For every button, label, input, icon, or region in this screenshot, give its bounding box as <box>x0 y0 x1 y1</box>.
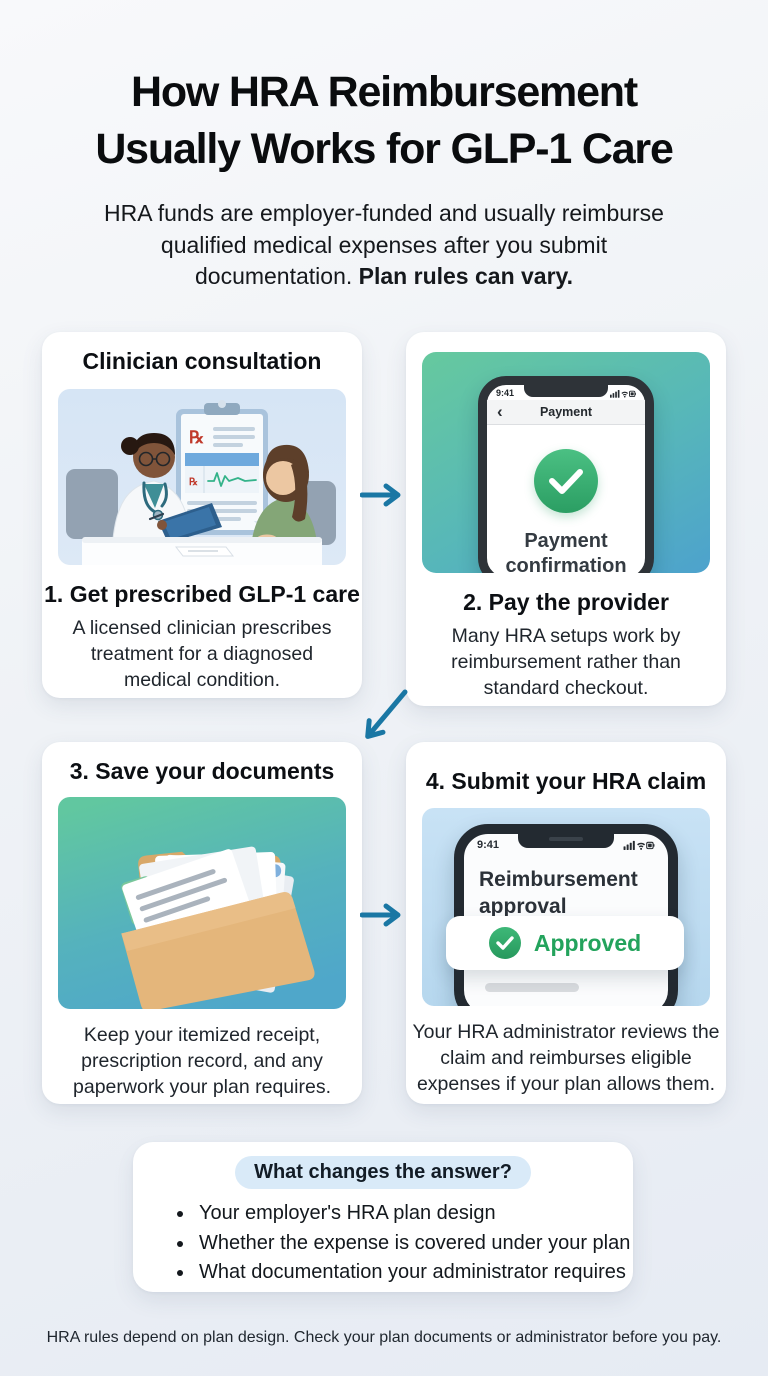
status-icons <box>610 389 636 398</box>
disclaimer-text: HRA rules depend on plan design. Check y… <box>46 1329 722 1346</box>
phone-nav-title: Payment <box>539 405 593 419</box>
phone-status-bar: 9:41 <box>487 385 645 398</box>
approved-check-icon <box>488 927 521 959</box>
svg-text:℞: ℞ <box>189 477 198 488</box>
status-time: 9:41 <box>477 839 500 851</box>
step1-heading: Clinician consultation <box>82 348 322 374</box>
phone-navbar: ‹ Payment <box>487 400 645 425</box>
page-subtitle: HRA funds are employer-funded and usuall… <box>84 198 684 293</box>
title-line-1: How HRA Reimbursement <box>130 68 638 116</box>
step4-title: 4. Submit your HRA claim <box>425 768 707 794</box>
step2-title: 2. Pay the provider <box>463 589 669 615</box>
callout-bullet-3: What documentation your administrator re… <box>195 1258 633 1288</box>
folder-scene-graphic <box>58 797 346 1009</box>
clinician-scene-graphic: ℞ ℞ <box>58 389 346 565</box>
phone-status-bar: 9:41 <box>464 834 668 851</box>
step-card-2: 9:41 ‹ Payment <box>406 332 726 706</box>
clinician-consultation-illustration: ℞ ℞ <box>58 389 346 565</box>
callout-bullet-list: Your employer's HRA plan design Whether … <box>133 1199 633 1288</box>
documents-folder-illustration <box>58 797 346 1009</box>
page-title: How HRA Reimbursement Usually Works for … <box>0 64 768 178</box>
back-chevron-icon: ‹ <box>497 402 503 421</box>
claim-approval-illustration: 9:41 Reimbursement approval <box>422 808 710 1006</box>
step-card-4: 4. Submit your HRA claim 9:41 <box>406 742 726 1104</box>
phone-notch <box>524 384 608 397</box>
status-icons <box>623 840 655 850</box>
svg-text:℞: ℞ <box>189 428 204 447</box>
approved-label: Approved <box>533 929 642 956</box>
claim-screen-title: Reimbursement approval <box>479 868 638 918</box>
step2-description: Many HRA setups work by reimbursement ra… <box>451 625 681 699</box>
phone-notch <box>518 833 614 848</box>
phone-mockup-claim: 9:41 Reimbursement approval <box>454 824 678 1006</box>
phone-speaker <box>549 837 583 841</box>
step-card-3: 3. Save your documents <box>42 742 362 1104</box>
subtitle-bold-text: Plan rules can vary. <box>358 263 574 289</box>
step3-title: 3. Save your documents <box>69 758 335 784</box>
title-line-2: Usually Works for GLP-1 Care <box>95 125 674 173</box>
step-card-1: Clinician consultation ℞ <box>42 332 362 698</box>
callout-pill: What changes the answer? <box>235 1156 531 1189</box>
status-time: 9:41 <box>496 388 515 398</box>
arrow-diagonal-icon-step2-to-step3 <box>365 689 408 739</box>
progress-placeholder-bar <box>485 983 579 992</box>
payment-phone-illustration: 9:41 ‹ Payment <box>422 352 710 573</box>
step4-description: Your HRA administrator reviews the claim… <box>412 1021 720 1095</box>
callout-bullet-1: Your employer's HRA plan design <box>195 1199 633 1229</box>
step1-description: A licensed clinician prescribes treatmen… <box>72 617 332 691</box>
step1-title: 1. Get prescribed GLP-1 care <box>44 581 360 607</box>
step3-description: Keep your itemized receipt, prescription… <box>73 1024 331 1098</box>
callout-bullet-2: Whether the expense is covered under you… <box>195 1229 633 1259</box>
payment-confirmation-text: Payment confirmation <box>505 530 627 573</box>
arrow-right-icon-step3-to-step4 <box>360 903 401 927</box>
approved-banner: Approved <box>446 916 684 970</box>
what-changes-callout: What changes the answer? Your employer's… <box>133 1142 633 1292</box>
payment-check-icon <box>534 449 598 513</box>
phone-mockup-payment: 9:41 ‹ Payment <box>478 376 654 573</box>
subtitle-text: HRA funds are employer-funded and usuall… <box>104 200 664 289</box>
arrow-right-icon-step1-to-step2 <box>360 483 401 507</box>
